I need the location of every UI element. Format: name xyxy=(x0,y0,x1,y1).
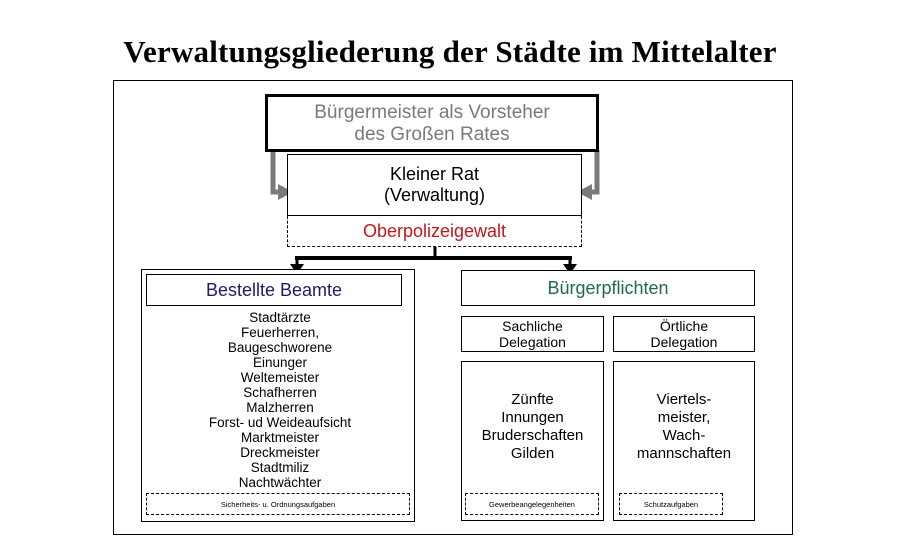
kleiner-rat-line1: Kleiner Rat xyxy=(389,164,480,184)
beamte-item: Nachtwächter xyxy=(238,475,322,490)
beamte-item: Einunger xyxy=(252,355,308,370)
zuenfte-item: Innungen xyxy=(501,409,564,426)
oberpolizeigewalt-box: Oberpolizeigewalt xyxy=(287,216,582,247)
beamte-item: Malzherren xyxy=(246,400,314,415)
buergerpflichten-title-box: Bürgerpflichten xyxy=(461,270,755,306)
buergermeister-line2: des Großen Rates xyxy=(354,124,510,145)
sachliche-delegation-box: Sachliche Delegation xyxy=(461,316,604,352)
beamte-item: Feuerherren, xyxy=(240,325,320,340)
oberpolizeigewalt-label: Oberpolizeigewalt xyxy=(362,220,507,241)
beamte-item: Dreckmeister xyxy=(240,445,320,460)
black-branch-connector xyxy=(290,247,577,274)
zuenfte-list: Zünfte Innungen Bruderschaften Gilden xyxy=(461,391,604,463)
diagram-frame xyxy=(113,80,793,535)
zuenfte-item: Zünfte xyxy=(511,391,554,408)
kleiner-rat-line2: (Verwaltung) xyxy=(383,185,486,205)
beamte-item: Weltemeister xyxy=(240,370,320,385)
beamte-item: Marktmeister xyxy=(240,430,319,445)
gewerbe-footer: Gewerbeangelegenheiten xyxy=(489,499,575,509)
beamte-list: Stadtärzte Feuerherren, Baugeschworene E… xyxy=(145,310,415,490)
gray-arrow-right xyxy=(577,150,600,200)
beamte-item: Forst- ud Weideaufsicht xyxy=(208,415,352,430)
viertelsmeister-item: Wach- xyxy=(662,427,706,444)
viertelsmeister-item: meister, xyxy=(657,409,711,426)
beamte-panel xyxy=(141,269,415,522)
page-title: Verwaltungsgliederung der Städte im Mitt… xyxy=(123,34,777,69)
viertelsmeister-list: Viertels- meister, Wach- mannschaften xyxy=(613,391,755,463)
buergermeister-line1: Bürgermeister als Vorsteher xyxy=(314,102,550,123)
gewerbe-footer-box: Gewerbeangelegenheiten xyxy=(465,493,599,515)
gray-arrow-left xyxy=(270,150,293,200)
kleiner-rat-box: Kleiner Rat (Verwaltung) xyxy=(287,154,582,216)
beamte-title: Bestellte Beamte xyxy=(205,279,343,300)
schutz-footer-box: Schutzaufgaben xyxy=(619,493,723,515)
viertelsmeister-item: mannschaften xyxy=(636,445,732,462)
beamte-item: Stadtärzte xyxy=(249,310,311,325)
zuenfte-item: Bruderschaften xyxy=(481,427,584,444)
buergermeister-box: Bürgermeister als Vorsteher des Großen R… xyxy=(265,94,599,152)
viertelsmeister-item: Viertels- xyxy=(656,391,712,408)
zuenfte-item: Gilden xyxy=(510,445,555,462)
beamte-title-box: Bestellte Beamte xyxy=(146,274,402,306)
buergerpflichten-title: Bürgerpflichten xyxy=(547,277,669,298)
beamte-item: Schafherren xyxy=(243,385,317,400)
beamte-footer: Sicherheits- u. Ordnungsaufgaben xyxy=(220,499,336,509)
oertliche-line1: Örtliche xyxy=(659,318,709,334)
oertliche-line2: Delegation xyxy=(650,334,718,350)
sachliche-line2: Delegation xyxy=(499,334,566,350)
oertliche-delegation-box: Örtliche Delegation xyxy=(613,316,755,352)
beamte-item: Stadtmiliz xyxy=(250,460,310,475)
schutz-footer: Schutzaufgaben xyxy=(643,499,699,509)
beamte-footer-box: Sicherheits- u. Ordnungsaufgaben xyxy=(146,493,410,515)
beamte-item: Baugeschworene xyxy=(227,340,333,355)
sachliche-line1: Sachliche xyxy=(502,318,563,334)
